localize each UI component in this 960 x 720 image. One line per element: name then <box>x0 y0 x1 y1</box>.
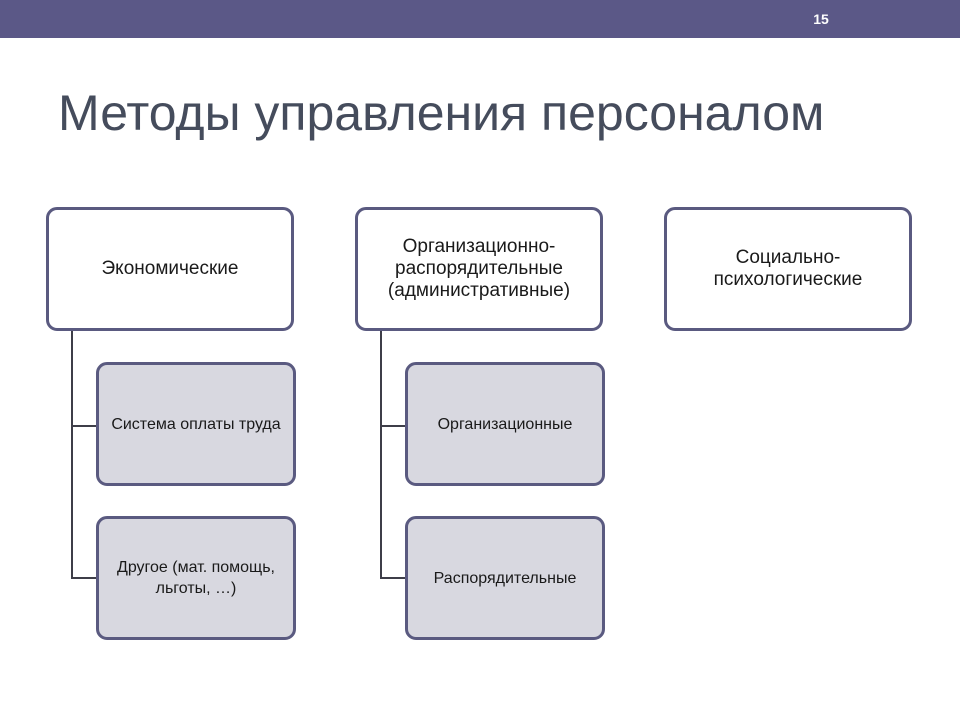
category-label: Организационно-распорядительные (админис… <box>387 236 571 301</box>
connector-line <box>71 577 97 579</box>
top-bar <box>0 0 960 38</box>
method-label: Система оплаты труда <box>111 415 281 433</box>
method-label: Распорядительные <box>433 569 577 587</box>
method-box-organizational: Организационные <box>405 362 605 486</box>
slide-number: 15 <box>813 11 829 27</box>
method-box-pay-system: Система оплаты труда <box>96 362 296 486</box>
category-box-socio-psychological: Социально-психологические <box>664 207 912 331</box>
connector-line <box>380 425 406 427</box>
connector-line <box>380 577 406 579</box>
method-box-directive: Распорядительные <box>405 516 605 640</box>
slide-title: Методы управления персоналом <box>58 85 825 141</box>
connector-line <box>71 331 73 579</box>
category-box-economic: Экономические <box>46 207 294 331</box>
category-box-administrative: Организационно-распорядительные (админис… <box>355 207 603 331</box>
connector-line <box>380 331 382 579</box>
connector-line <box>71 425 97 427</box>
category-label: Социально-психологические <box>713 247 863 290</box>
method-label: Организационные <box>437 415 573 433</box>
method-label: Другое (мат. помощь, льготы, …) <box>116 559 275 597</box>
method-box-other: Другое (мат. помощь, льготы, …) <box>96 516 296 640</box>
category-label: Экономические <box>101 258 239 279</box>
